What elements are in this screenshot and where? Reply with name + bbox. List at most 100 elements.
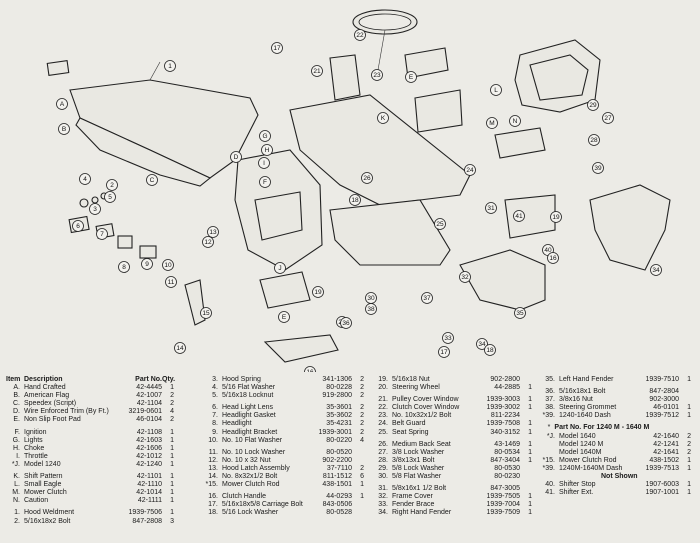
callout-38: 38 (365, 303, 377, 315)
cell-desc: Fender Brace (392, 501, 435, 509)
callout-23: 23 (371, 69, 383, 81)
callout-text: B (62, 126, 66, 133)
cell-item: 38. (545, 404, 555, 412)
cell-item: 5. (212, 392, 218, 400)
callout-4: 4 (79, 173, 91, 185)
callout-e: E (405, 71, 417, 83)
clutch-handle (263, 334, 339, 363)
callout-text: 11 (168, 279, 175, 286)
cell-item: 7. (212, 412, 218, 420)
callout-e: E (278, 311, 290, 323)
cell-qty: 1 (170, 436, 174, 444)
callout-6: 6 (72, 220, 84, 232)
callout-21: 21 (311, 65, 323, 77)
callout-text: 36 (342, 320, 350, 327)
cell-no: 438-1501 (322, 481, 352, 489)
cell-desc: Headlight Bracket (222, 428, 278, 436)
cell-qty: 2 (170, 416, 174, 424)
callout-text: 17 (440, 349, 448, 356)
cell-item: *15. (542, 456, 555, 464)
cell-qty: 4 (170, 408, 174, 416)
cell-desc: Throttle (24, 452, 48, 460)
cell-qty: 1 (170, 489, 174, 497)
cell-qty (352, 501, 364, 509)
cell-item: 21. (378, 396, 388, 404)
callout-39: 39 (592, 162, 604, 174)
cell-no: 43-1469 (494, 440, 520, 448)
cell-desc: Lights (24, 436, 43, 444)
callout-text: N (513, 118, 518, 125)
cell-qty: 1 (687, 376, 691, 383)
cell-item: B. (13, 392, 20, 400)
cell-no: 1939-7510 (645, 376, 679, 383)
cell-desc: Right Hand Fender (392, 509, 452, 517)
cell-no: 42-1606 (136, 444, 162, 452)
cell-no: 42-1241 (653, 440, 679, 448)
callout-text: 10 (164, 262, 172, 269)
cell-desc: Part No. For 1240 M - 1640 M (554, 424, 650, 432)
callout-b: B (58, 123, 70, 135)
callout-text: 18 (351, 197, 359, 204)
cell-desc: No. 10x32x1/2 Bolt (392, 412, 452, 420)
callout-text: 1 (168, 63, 172, 70)
callout-24: 24 (464, 164, 476, 176)
cell-no: 902-3000 (649, 396, 679, 404)
right-hand-fender (459, 249, 546, 311)
cell-qty (683, 424, 691, 432)
cell-item: *J. (11, 460, 20, 468)
callout-text: 34 (652, 267, 660, 274)
cell-qty: 1 (528, 420, 532, 428)
cell-desc: Non Slip Foot Pad (24, 416, 81, 424)
cell-item: 25. (378, 428, 388, 436)
cell-no: 1939-7509 (486, 509, 520, 517)
cell-item: 18. (208, 509, 218, 517)
cell-no: 42-1603 (136, 436, 162, 444)
exploded-parts-diagram: 1ABC234567891011121314151617212223EKDGHI… (46, 9, 671, 372)
callout-17: 17 (438, 346, 450, 358)
callout-text: 2 (110, 182, 114, 189)
cell-item: C. (13, 400, 20, 408)
cell-desc: 3/8x16 Nut (559, 396, 593, 404)
seat-part (514, 39, 601, 113)
foot-pad (259, 271, 311, 309)
callout-g: G (259, 130, 271, 142)
cell-qty: 1 (528, 501, 532, 509)
cell-item: 40. (545, 481, 555, 489)
cell-item: 32. (378, 493, 388, 501)
callout-27: 27 (602, 112, 614, 124)
hood-part (69, 61, 259, 187)
cell-qty: 1 (170, 509, 174, 517)
cell-desc: Shifter Stop (559, 481, 596, 489)
cell-item: 35. (545, 376, 555, 383)
cell-item: 36. (545, 388, 555, 396)
cell-qty (520, 485, 532, 493)
callout-text: 15 (202, 310, 210, 317)
cell-desc: 5/16 Flat Washer (222, 384, 276, 392)
cell-no: 80-0228 (326, 384, 352, 392)
callout-9: 9 (141, 258, 153, 270)
cell-no: 42-1640 (653, 432, 679, 440)
frame-part (289, 94, 471, 266)
cell-no: 42-1104 (136, 400, 162, 408)
callout-5: 5 (104, 191, 116, 203)
cell-desc: Mower Clutch Rod (559, 456, 617, 464)
cell-desc: 5/8 Flat Washer (392, 473, 442, 481)
cell-desc: Model 1640 (559, 432, 596, 440)
cell-no: 80-0230 (494, 473, 520, 481)
callout-33: 33 (442, 332, 454, 344)
